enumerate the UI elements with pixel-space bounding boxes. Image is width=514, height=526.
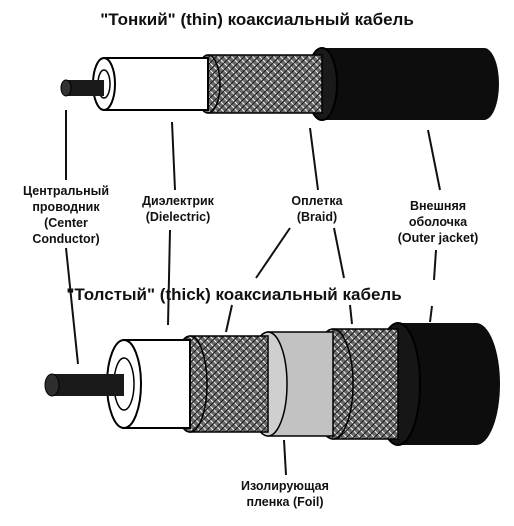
leader-dielectric-thick (167, 229, 171, 326)
label-outer-jacket-line-3: (Outer jacket) (397, 231, 479, 245)
leader-jacket-thick-lower (429, 305, 433, 323)
leader-jacket-thin (427, 129, 441, 191)
label-center-conductor-line-3: (Center (44, 216, 88, 230)
thick-center-conductor (44, 373, 124, 397)
leader-braid-thick-left-upper (255, 227, 291, 279)
label-foil-line-2: пленка (Foil) (246, 495, 324, 509)
label-outer-jacket: Внешняя оболочка (Outer jacket) (388, 198, 488, 246)
thin-center-conductor (60, 79, 104, 97)
thick-cable-title: "Толстый" (thick) коаксиальный кабель (66, 285, 402, 304)
label-dielectric: Диэлектрик (Dielectric) (128, 193, 228, 225)
leader-foil (283, 439, 287, 476)
thin-braid (195, 54, 323, 114)
label-braid-line-2: (Braid) (296, 210, 338, 224)
thin-cable-title: "Тонкий" (thin) коаксиальный кабель (100, 10, 414, 29)
label-center-conductor-line-4: Conductor) (32, 232, 100, 246)
label-foil-line-1: Изолирующая (241, 479, 329, 493)
thick-outer-jacket (375, 322, 500, 446)
thick-cable (44, 322, 500, 446)
leader-jacket-thick-upper (433, 249, 437, 281)
leader-braid-thick-left-lower (225, 304, 233, 333)
thin-cable (60, 47, 499, 121)
thin-dielectric (92, 57, 209, 111)
label-dielectric-line-2: (Dielectric) (145, 210, 211, 224)
label-foil: Изолирующая пленка (Foil) (230, 478, 340, 510)
leader-dielectric-thin (171, 121, 176, 191)
label-braid: Оплетка (Braid) (272, 193, 362, 225)
thin-outer-jacket (306, 47, 499, 121)
label-outer-jacket-line-1: Внешняя (409, 199, 467, 213)
leader-lines (65, 110, 441, 476)
label-center-conductor: Центральный проводник (Center Conductor) (6, 183, 126, 247)
label-center-conductor-line-2: проводник (32, 200, 100, 214)
label-outer-jacket-line-2: оболочка (408, 215, 468, 229)
leader-braid-thick-right-upper (333, 227, 345, 279)
leader-conductor-thick (65, 247, 79, 365)
leader-braid-thin (309, 127, 319, 191)
label-dielectric-line-1: Диэлектрик (142, 194, 214, 208)
label-braid-line-1: Оплетка (291, 194, 343, 208)
label-center-conductor-line-1: Центральный (22, 184, 110, 198)
leader-braid-thick-right-lower (349, 304, 353, 325)
